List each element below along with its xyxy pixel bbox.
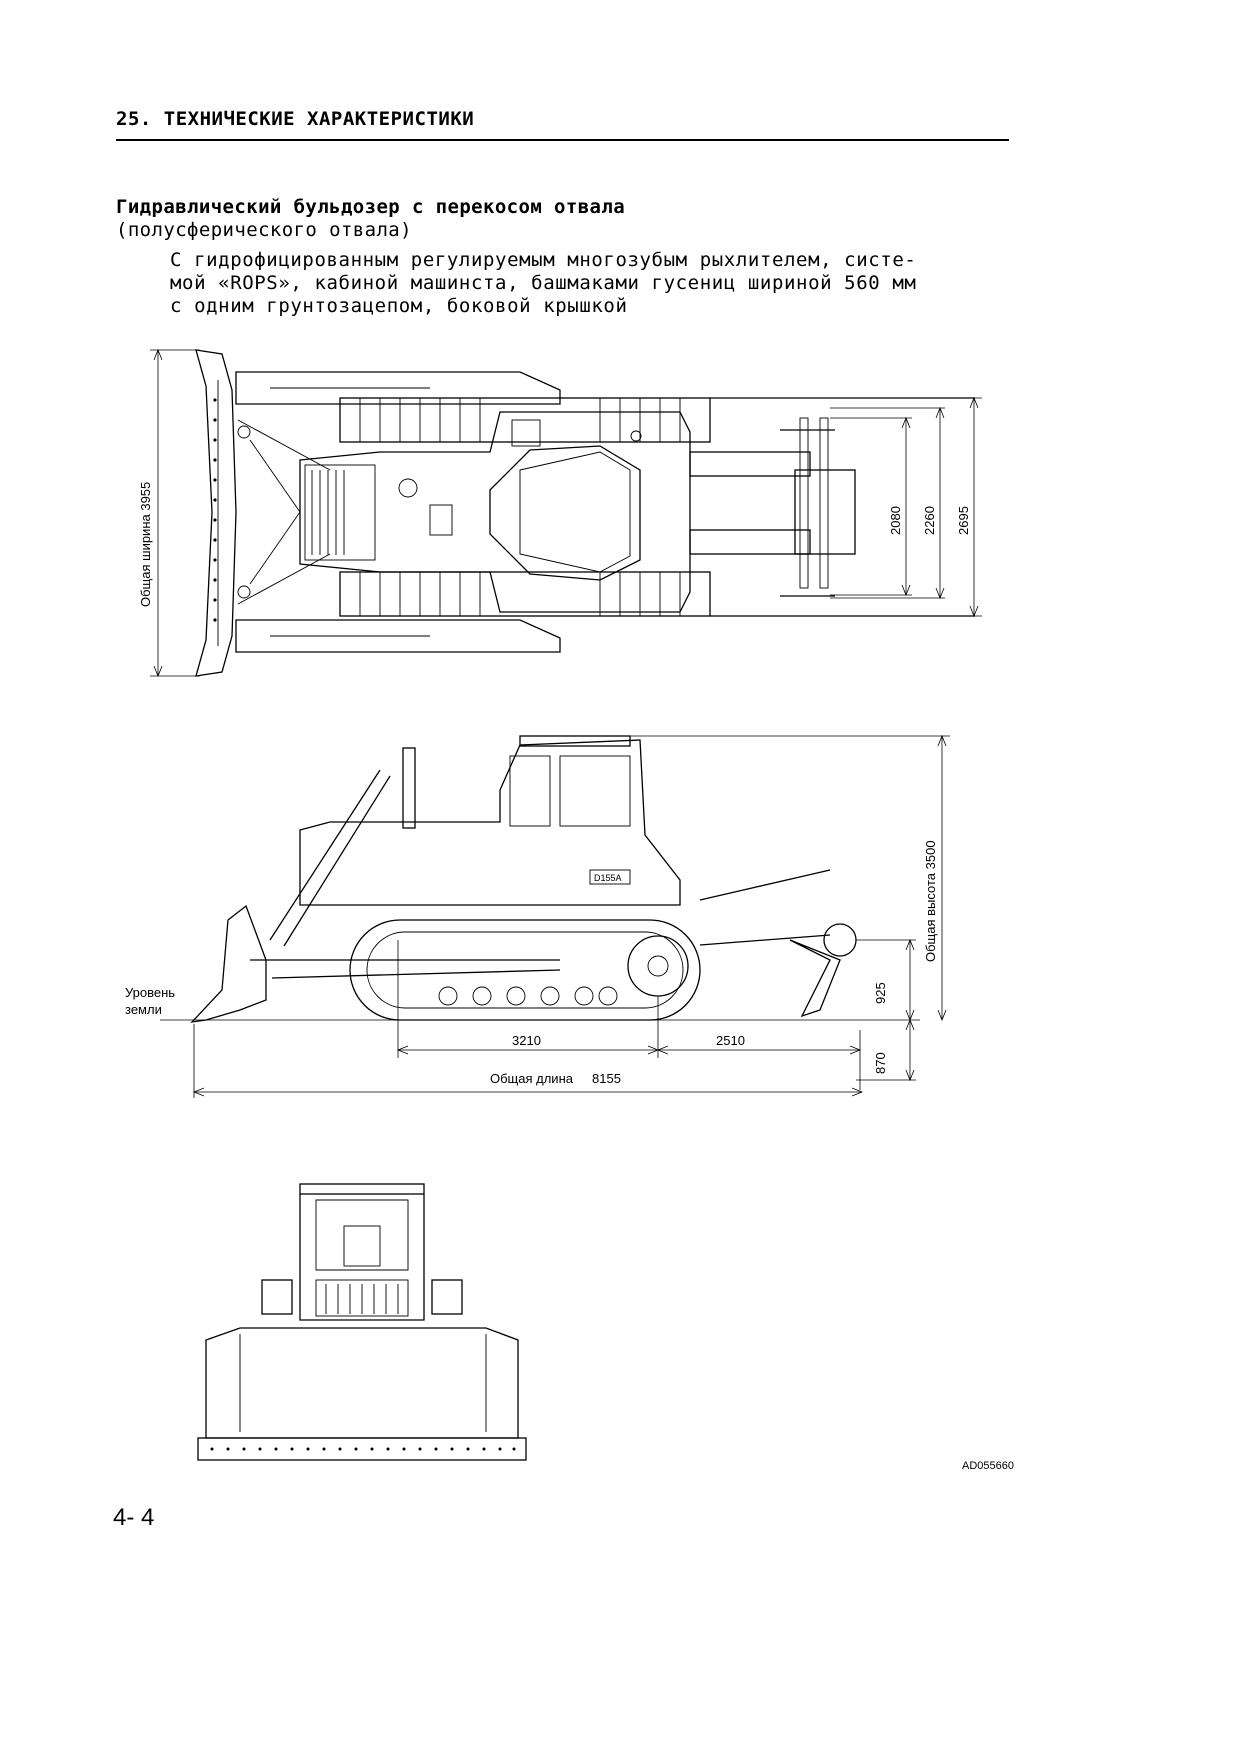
top-view-drawing: Общая ширина 3955 (138, 348, 982, 678)
overall-height-label: Общая высота 3500 (923, 840, 938, 962)
section-heading: 25. ТЕХНИЧЕСКИЕ ХАРАКТЕРИСТИКИ (116, 108, 474, 130)
radiator-grille (311, 470, 345, 555)
overall-length-value: 8155 (592, 1071, 621, 1086)
track-shoes (359, 398, 681, 616)
description-line-2: мой «ROPS», кабиной машинста, башмаками … (170, 272, 917, 294)
front-blade-bolts (210, 1447, 516, 1451)
figure-code: AD055660 (962, 1460, 1014, 1472)
ground-label-line-2: земли (125, 1002, 162, 1017)
section-number: 25. (116, 108, 152, 130)
blade-bolt-holes (213, 398, 217, 622)
front-grille (325, 1284, 399, 1314)
section-title: ТЕХНИЧЕСКИЕ ХАРАКТЕРИСТИКИ (163, 108, 475, 130)
page-number: 4- 4 (113, 1504, 155, 1531)
ground-label-line-1: Уровень (125, 985, 175, 1000)
dim-3210: 3210 (512, 1033, 541, 1048)
dim-2510: 2510 (716, 1033, 745, 1048)
dim-2080: 2080 (888, 506, 903, 535)
header-rule (116, 139, 1009, 141)
side-view-drawing: Уровень земли D155A (125, 734, 950, 1098)
model-plate: D155A (594, 873, 622, 883)
dim-925: 925 (873, 982, 888, 1004)
description-line-3: с одним грунтозацепом, боковой крышкой (170, 295, 628, 317)
machine-subtitle: (полусферического отвала) (116, 219, 412, 241)
machine-title: Гидравлический бульдозер с перекосом отв… (116, 196, 626, 218)
dim-870: 870 (873, 1052, 888, 1074)
drawings: Общая ширина 3955 (125, 348, 982, 1461)
dim-2695: 2695 (956, 506, 971, 535)
overall-width-label: Общая ширина 3955 (138, 482, 153, 607)
description-line-1: С гидрофицированным регулируемым многозу… (170, 249, 917, 271)
front-view-drawing (197, 1183, 527, 1461)
dim-2260: 2260 (922, 506, 937, 535)
overall-length-label: Общая длина (490, 1071, 574, 1086)
